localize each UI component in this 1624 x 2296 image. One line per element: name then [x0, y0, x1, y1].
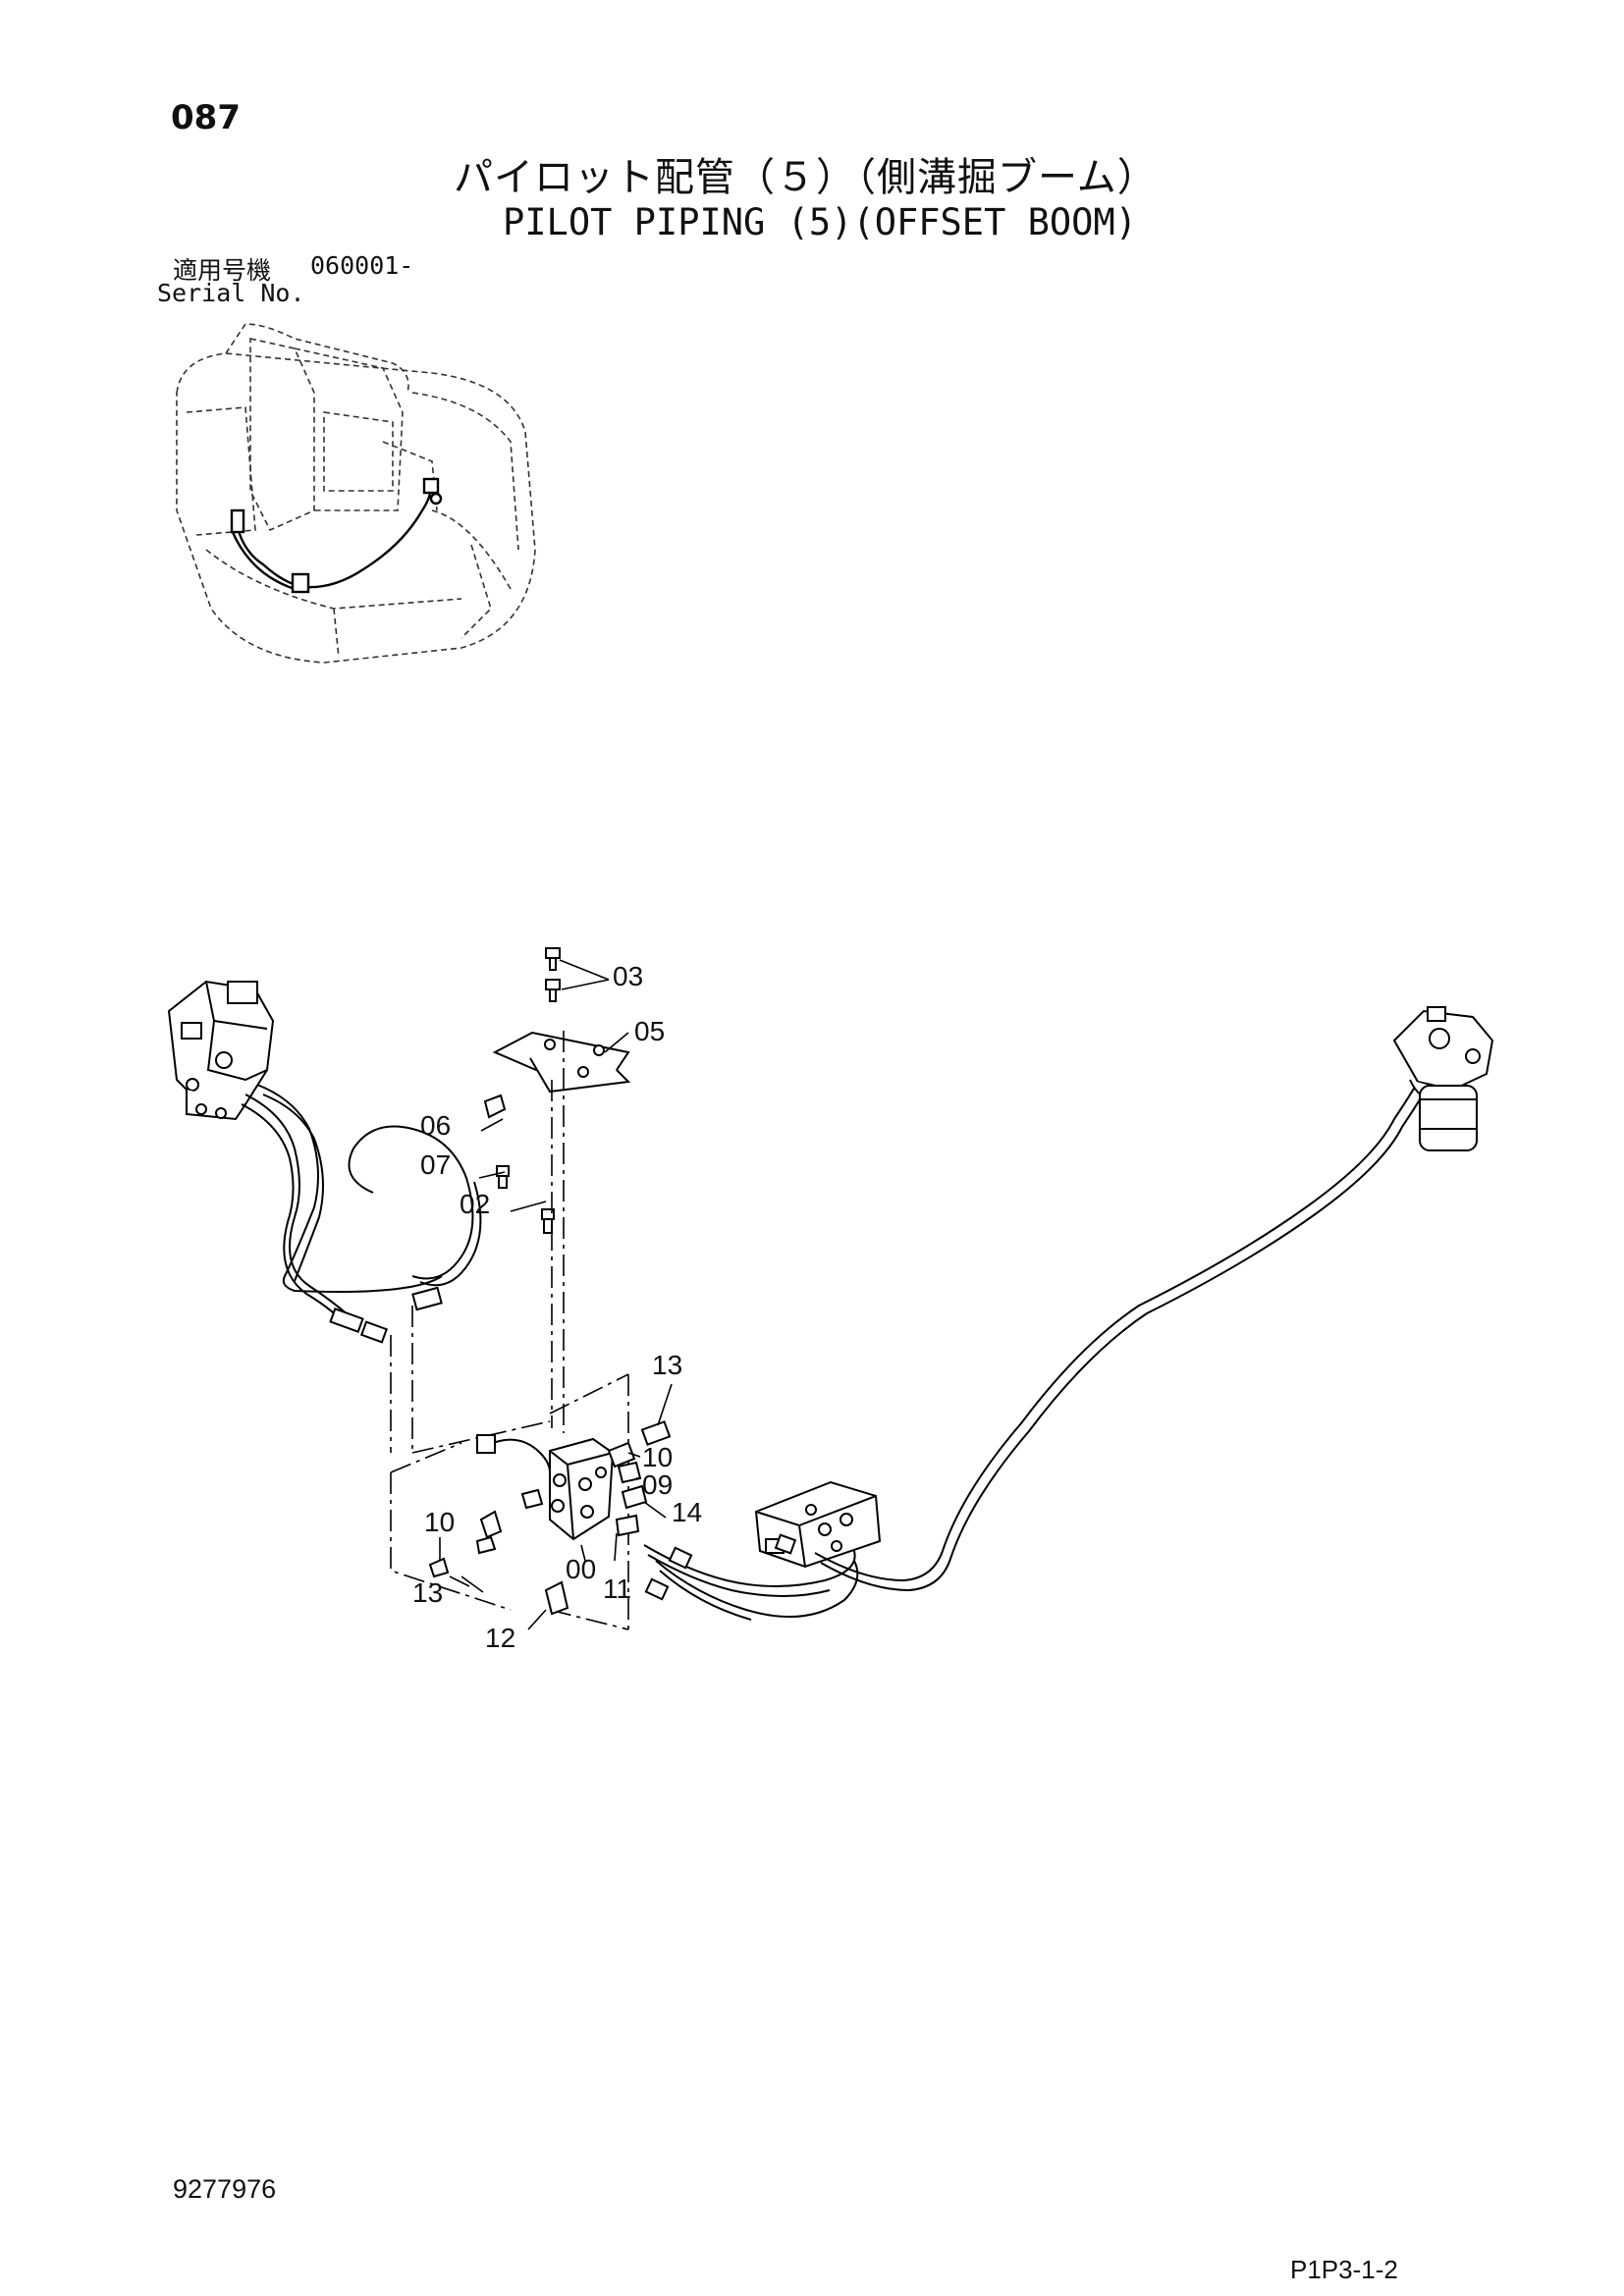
right-control-valve: [754, 1480, 882, 1569]
serial-label-english: Serial No.: [157, 279, 305, 307]
title-japanese: パイロット配管（５）（側溝掘ブーム）: [454, 155, 1158, 200]
callout-00: 00: [566, 1554, 596, 1584]
title-english: PILOT PIPING (5)(OFFSET BOOM): [503, 201, 1138, 243]
mounting-bracket: [492, 1031, 631, 1094]
hose-end-fittings: [644, 1533, 797, 1601]
left-pilot-valve-assembly: [167, 980, 275, 1121]
overview-pilot-line: [230, 477, 443, 594]
callout-leaders: [439, 959, 673, 1630]
callout-10-left: 10: [424, 1507, 455, 1537]
callout-07: 07: [420, 1149, 451, 1180]
callout-02: 02: [460, 1189, 490, 1219]
callout-09: 09: [642, 1469, 673, 1500]
callout-labels: 03 05 06 07 02 13 10 09 14 10 13 00 11 1…: [412, 961, 702, 1653]
page-code: P1P3-1-2: [1290, 2255, 1398, 2284]
left-routing-guides: [390, 1306, 551, 1473]
callout-11: 11: [603, 1574, 631, 1604]
callout-06: 06: [420, 1110, 451, 1141]
callout-05: 05: [634, 1016, 665, 1046]
callout-13-bottom: 13: [412, 1577, 443, 1608]
callout-14: 14: [672, 1497, 702, 1527]
callout-13-top: 13: [652, 1350, 682, 1380]
callout-12: 12: [485, 1623, 515, 1653]
valve-block: [476, 1434, 615, 1541]
left-hose-bundle: [241, 1084, 482, 1326]
page-number: 087: [171, 98, 241, 137]
serial-label-japanese: 適用号機: [173, 256, 272, 285]
callout-10-right: 10: [642, 1442, 673, 1472]
serial-value: 060001-: [310, 251, 414, 280]
machine-overview-illustration: [176, 323, 536, 664]
left-hose-fittings: [329, 1286, 443, 1344]
callout-03: 03: [613, 961, 643, 991]
document-code: 9277976: [173, 2174, 277, 2204]
bolts: [483, 947, 561, 1234]
block-fittings: [428, 1420, 672, 1616]
right-filter-assembly: [1392, 1006, 1494, 1151]
